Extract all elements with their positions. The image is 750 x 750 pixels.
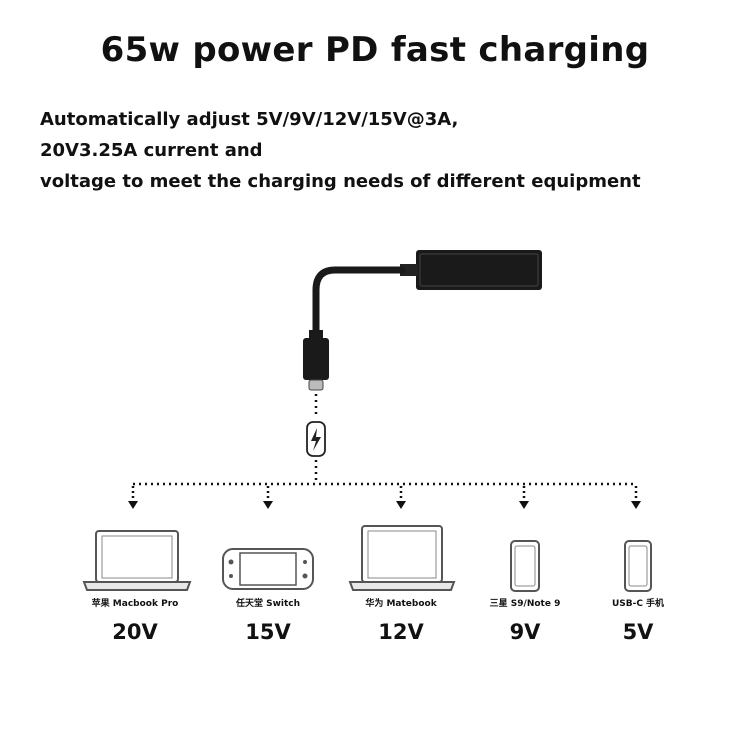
game-console-icon <box>222 548 314 590</box>
device-label: 任天堂 Switch <box>235 599 301 609</box>
description-line: 20V3.25A current and <box>40 140 263 161</box>
cable <box>312 266 406 340</box>
usb-c-plug-icon <box>303 330 329 391</box>
device-label: 苹果 Macbook Pro <box>91 599 179 609</box>
phone-icon <box>510 540 540 592</box>
device-label: 华为 Matebook <box>365 599 437 609</box>
usb-c-port-icon <box>306 421 326 457</box>
device-voltage: 20V <box>112 620 158 644</box>
laptop-icon <box>82 530 192 591</box>
device-voltage: 15V <box>245 620 291 644</box>
device-label: USB-C 手机 <box>611 599 665 609</box>
description-line: Automatically adjust 5V/9V/12V/15V@3A, <box>40 109 459 130</box>
page-title: 65w power PD fast charging <box>100 30 650 70</box>
device-voltage: 9V <box>509 620 541 644</box>
laptop-icon <box>348 525 456 591</box>
power-adapter-icon <box>400 250 542 290</box>
drop-arrows <box>128 486 641 509</box>
phone-icon <box>624 540 652 592</box>
device-voltage: 12V <box>378 620 424 644</box>
description-line: voltage to meet the charging needs of di… <box>40 171 641 192</box>
device-label: 三星 S9/Note 9 <box>489 599 561 609</box>
device-voltage: 5V <box>622 620 654 644</box>
description: Automatically adjust 5V/9V/12V/15V@3A, 2… <box>40 104 745 197</box>
